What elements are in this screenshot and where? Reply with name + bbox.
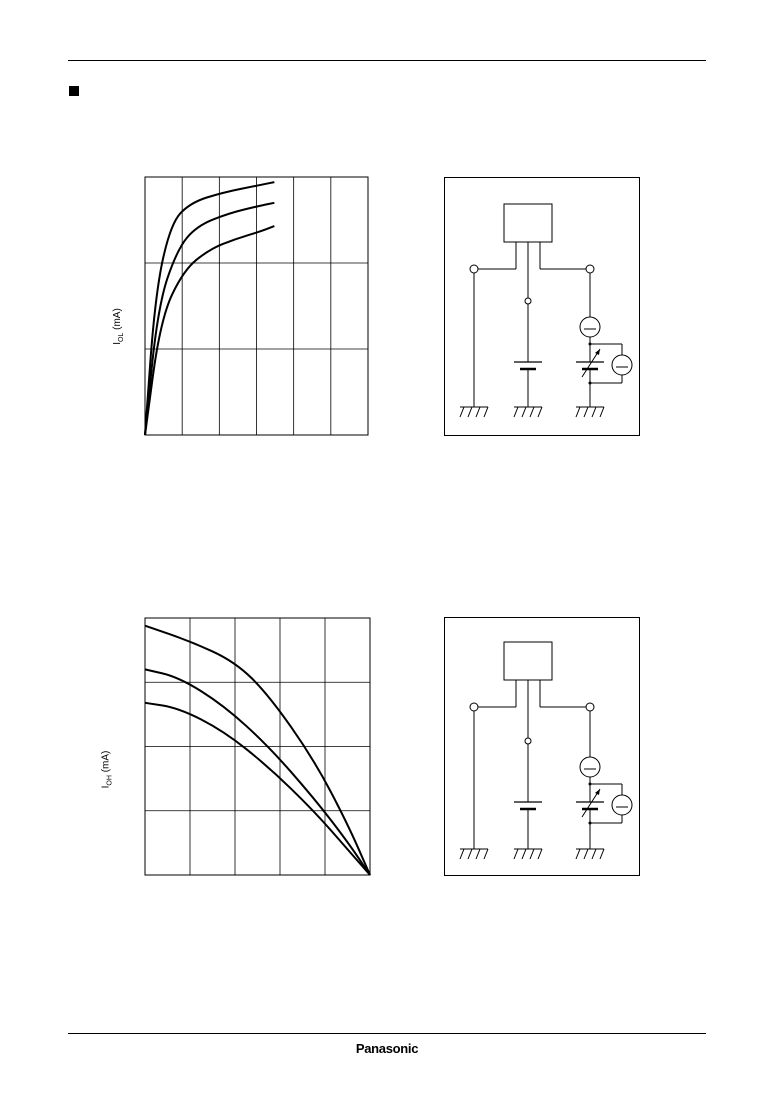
ammeter-icon xyxy=(579,756,601,778)
ammeter-icon xyxy=(579,316,601,338)
device-block xyxy=(503,641,553,681)
section-bullet xyxy=(69,86,79,96)
iol-axis-unit: (mA) xyxy=(111,308,123,333)
series-line-3 xyxy=(144,701,371,876)
circuit-diagram-1 xyxy=(444,177,640,436)
ioh-axis-main: I xyxy=(100,785,112,789)
series-line-2 xyxy=(144,201,275,436)
series-line-1 xyxy=(144,624,371,876)
voltmeter-icon xyxy=(611,794,633,816)
iol-axis-sub: OL xyxy=(117,332,125,343)
ground-icon xyxy=(459,406,605,418)
circuit-diagram-2 xyxy=(444,617,640,876)
series-line-3 xyxy=(144,225,275,436)
device-block xyxy=(503,203,553,243)
iol-axis-main: I xyxy=(111,342,123,345)
footer-rule xyxy=(68,1033,706,1034)
ground-icon xyxy=(459,848,605,860)
series-line-2 xyxy=(144,668,371,876)
series-line-1 xyxy=(144,181,275,436)
voltmeter-icon xyxy=(611,354,633,376)
ioh-chart xyxy=(144,617,371,876)
header-rule xyxy=(68,60,706,61)
footer-brand-logo: Panasonic xyxy=(355,1041,419,1056)
iol-chart xyxy=(144,176,369,436)
iol-axis-label: IOL (mA) xyxy=(112,308,125,345)
ioh-axis-unit: (mA) xyxy=(100,750,112,776)
ioh-axis-sub: OH xyxy=(106,775,114,786)
ioh-axis-label: IOH (mA) xyxy=(100,751,113,789)
